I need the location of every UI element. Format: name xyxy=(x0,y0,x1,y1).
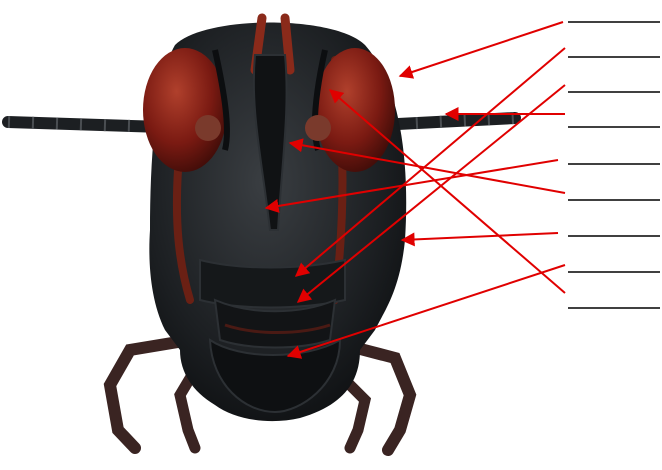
insect-head-illustration xyxy=(8,18,515,450)
left-compound-eye xyxy=(143,48,227,172)
right-compound-eye xyxy=(315,48,395,172)
arrow-1 xyxy=(400,22,563,76)
answer-lines xyxy=(568,22,660,308)
right-antenna-socket xyxy=(305,115,331,141)
clypeus xyxy=(200,260,345,308)
left-antenna-socket xyxy=(195,115,221,141)
arrow-7 xyxy=(402,233,558,240)
